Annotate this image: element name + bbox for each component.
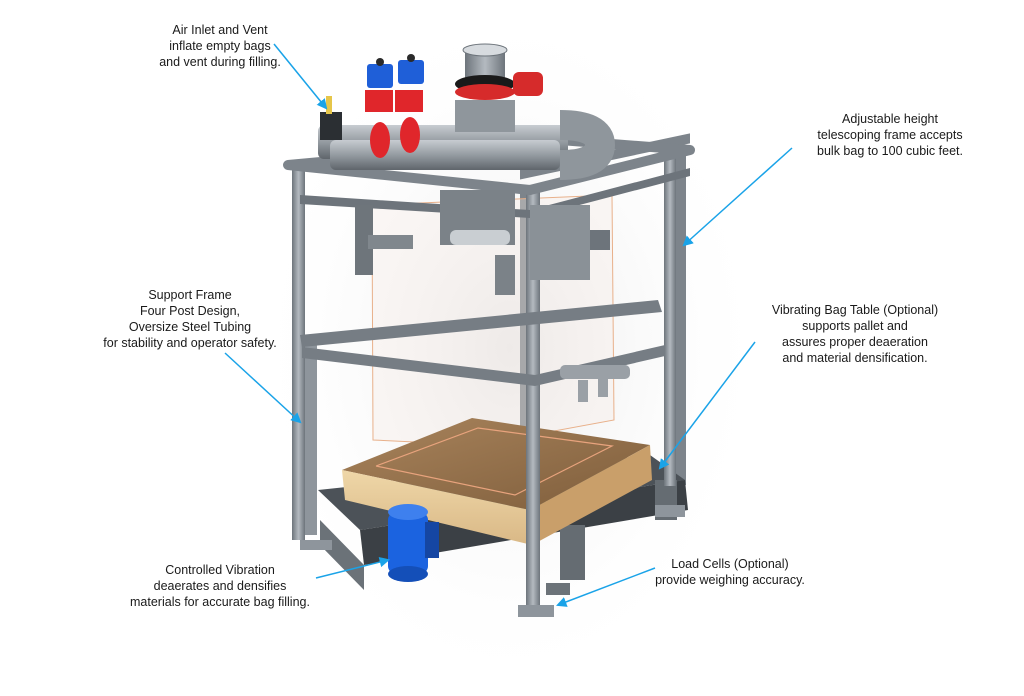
callout-controlled-vibration: Controlled Vibration deaerates and densi…	[120, 562, 320, 610]
air-lines	[560, 365, 630, 402]
arrow-support-frame	[224, 352, 302, 424]
callout-line: for stability and operator safety.	[103, 336, 277, 350]
callout-vibrating-table: Vibrating Bag Table (Optional) supports …	[740, 302, 970, 366]
arrow-air-inlet	[273, 43, 328, 110]
front-frame-posts	[292, 156, 685, 617]
arrow-vibrating-table	[658, 341, 756, 470]
callout-line: provide weighing accuracy.	[655, 573, 805, 587]
callout-line: Support Frame	[148, 288, 232, 302]
callout-line: inflate empty bags	[169, 39, 271, 53]
actuator-blue	[367, 64, 393, 88]
callout-air-inlet: Air Inlet and Vent inflate empty bags an…	[140, 22, 300, 70]
callout-line: supports pallet and	[802, 319, 908, 333]
callout-adjustable-height: Adjustable height telescoping frame acce…	[790, 111, 990, 159]
callout-line: Oversize Steel Tubing	[128, 320, 252, 334]
arrow-load-cells	[556, 567, 656, 607]
inlet-stack	[455, 43, 543, 100]
butterfly-valves	[320, 54, 424, 158]
callout-support-frame: Support Frame Four Post Design, Oversize…	[85, 287, 295, 351]
callout-line: materials for accurate bag filling.	[130, 595, 310, 609]
callout-line: assures proper deaeration	[782, 335, 928, 349]
callout-line: Controlled Vibration	[165, 563, 275, 577]
callout-line: telescoping frame accepts	[817, 128, 963, 142]
callout-load-cells: Load Cells (Optional) provide weighing a…	[640, 556, 820, 588]
spout-assembly	[355, 190, 610, 295]
load-cell	[546, 583, 570, 595]
callout-line: and material densification.	[782, 351, 928, 365]
arrow-controlled-vibration	[315, 556, 391, 579]
callout-line: and vent during filling.	[159, 55, 281, 69]
callout-line: bulk bag to 100 cubic feet.	[817, 144, 963, 158]
callout-line: Vibrating Bag Table (Optional)	[771, 303, 939, 317]
vibration-motor	[388, 504, 439, 582]
callout-arrows	[224, 43, 793, 607]
callout-line: Four Post Design,	[139, 304, 241, 318]
callout-line: deaerates and densifies	[153, 579, 287, 593]
arrow-adjustable	[682, 147, 793, 247]
callout-line: Air Inlet and Vent	[172, 23, 268, 37]
callout-line: Adjustable height	[842, 112, 938, 126]
callout-line: Load Cells (Optional)	[671, 557, 789, 571]
pallet	[342, 418, 652, 545]
actuator-blue	[398, 60, 424, 84]
